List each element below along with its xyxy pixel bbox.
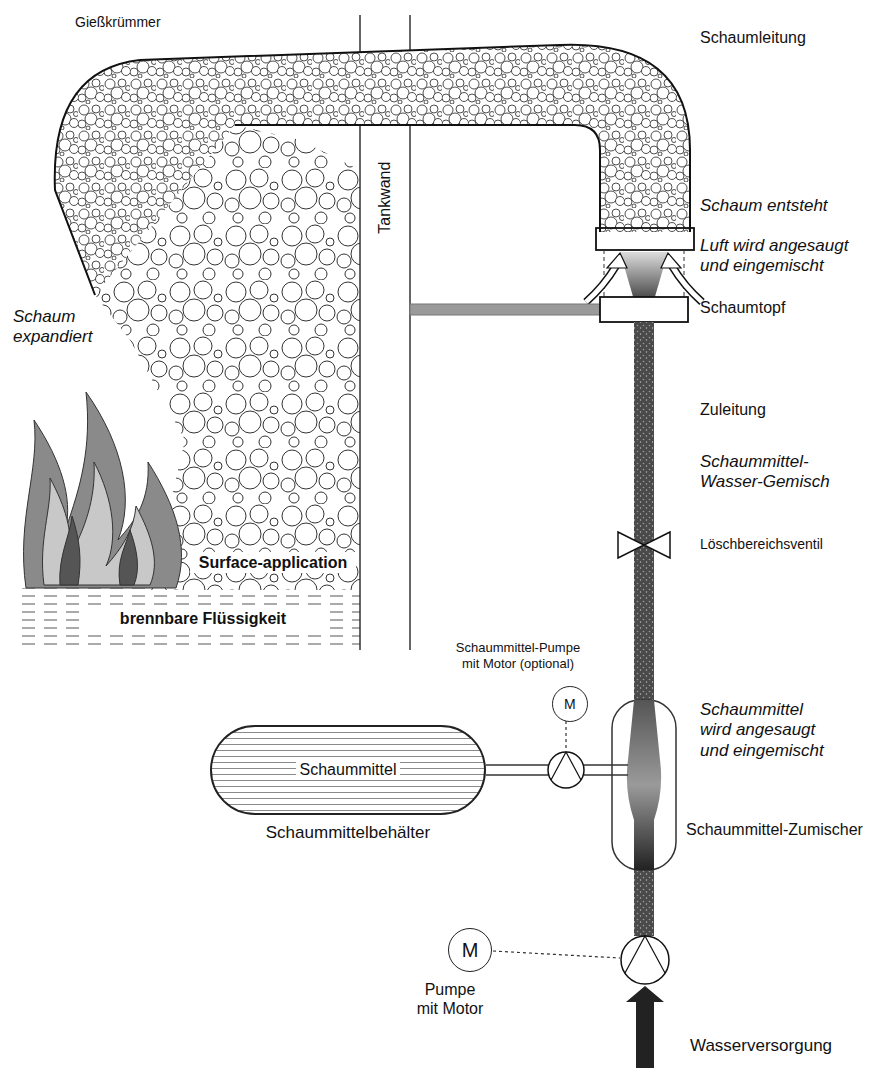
part-label: Schaumleitung <box>700 28 806 47</box>
concentrate-tank: SchaummittelSchaummittelbehälter <box>210 725 486 815</box>
concentrate-pump <box>548 752 584 788</box>
proportioner-flow <box>627 700 661 870</box>
method-label: Surface-application <box>190 552 356 573</box>
part-label: Gießkrümmer <box>75 14 161 31</box>
process-note: Schaummittel wird angesaugt und eingemis… <box>700 700 835 761</box>
motor-label: M <box>564 697 576 711</box>
process-note: Schaum expandiert <box>10 306 106 349</box>
wall-label: Tankwand <box>375 148 394 248</box>
part-label: Schaumtopf <box>700 298 785 317</box>
part-label: Schaummittel-Zumischer <box>686 820 863 839</box>
process-note: Luft wird angesaugt und eingemischt <box>700 236 860 277</box>
process-note: Schaummittel-Wasser-Gemisch <box>700 452 830 493</box>
foam-pot <box>600 297 688 322</box>
flames <box>24 392 182 588</box>
concentrate-pipe <box>584 774 628 776</box>
liquid-fill <box>18 588 360 650</box>
proportioner-body <box>612 700 676 870</box>
mounting-bar <box>410 304 600 315</box>
foam-pipe-outline <box>55 45 690 295</box>
guide-line <box>684 250 685 297</box>
motor-circle: M <box>448 928 492 972</box>
motor-shaft <box>493 951 620 958</box>
tank-content-label: Schaummittel <box>296 760 401 780</box>
process-note: Schaum entsteht <box>700 196 828 216</box>
motor-circle: M <box>552 686 588 722</box>
pump-symbol <box>625 936 665 973</box>
valve-symbol <box>618 532 670 558</box>
water-arrow <box>626 986 664 1068</box>
concentrate-pipe <box>584 764 628 766</box>
liquid-label: brennbare Flüssigkeit <box>80 608 326 629</box>
foam-pipe-fill <box>55 45 690 295</box>
part-label: Schaummittel-Pumpe mit Motor (optional) <box>448 640 588 671</box>
air-arrows <box>586 253 702 302</box>
foam-generator <box>596 228 694 250</box>
part-label: Pumpe mit Motor <box>414 980 486 1018</box>
part-label: Wasserversorgung <box>690 1036 832 1056</box>
motor-label: M <box>462 940 479 960</box>
concentrate-pipe <box>486 764 548 766</box>
main-pump <box>621 936 669 984</box>
tank-name: Schaummittelbehälter <box>212 823 484 843</box>
concentrate-pipe <box>486 774 548 776</box>
pump-symbol <box>551 752 581 780</box>
guide-line <box>604 250 605 297</box>
spray-cone <box>620 252 668 300</box>
part-label: Löschbereichsventil <box>700 536 823 553</box>
part-label: Zuleitung <box>700 400 766 419</box>
